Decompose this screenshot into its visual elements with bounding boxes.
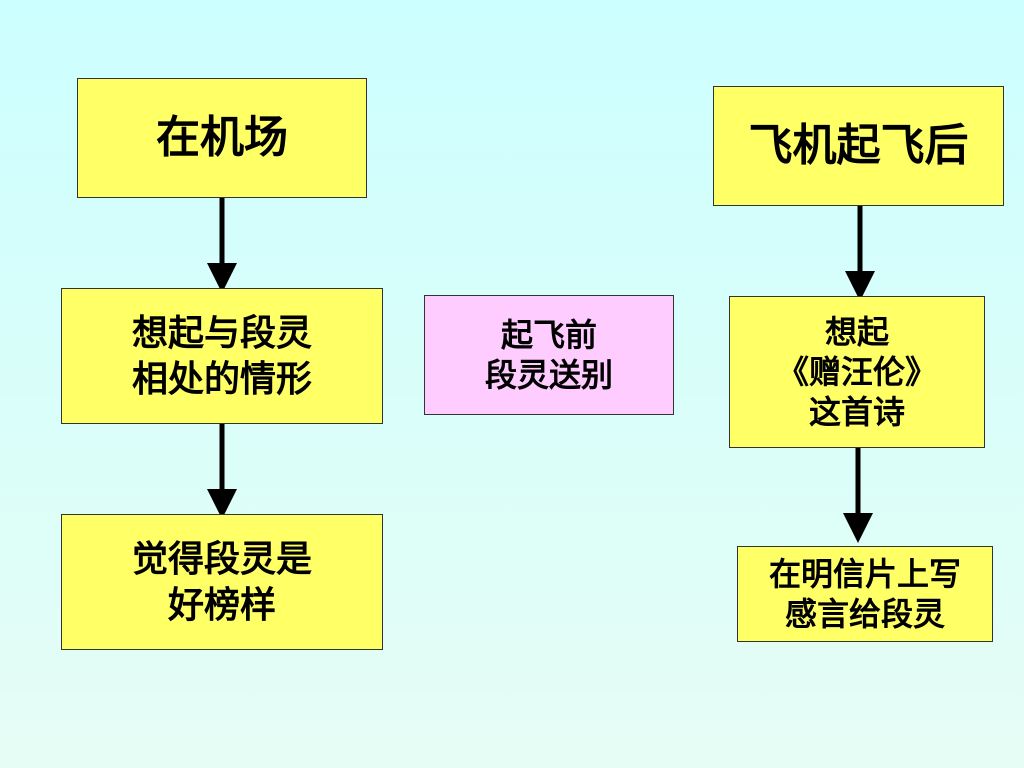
box-recall-time-with-duanling: 想起与段灵 相处的情形 <box>61 288 383 424</box>
box-text-line: 在明信片上写 <box>768 555 961 593</box>
box-text-line: 想起与段灵 <box>131 312 312 354</box>
box-before-takeoff-farewell: 起飞前 段灵送别 <box>424 295 674 415</box>
box-text-line: 在机场 <box>156 112 288 163</box>
box-text-line: 起飞前 <box>500 316 597 354</box>
box-recall-poem: 想起 《赠汪伦》 这首诗 <box>729 296 985 448</box>
box-text-line: 感言给段灵 <box>784 595 945 633</box>
box-text-line: 这首诗 <box>808 393 905 431</box>
box-text-line: 飞机起飞后 <box>748 120 969 171</box>
box-text-line: 段灵送别 <box>484 356 613 394</box>
box-postcard-message: 在明信片上写 感言给段灵 <box>737 546 993 642</box>
box-role-model: 觉得段灵是 好榜样 <box>61 514 383 650</box>
box-text-line: 好榜样 <box>167 584 276 626</box>
box-after-takeoff: 飞机起飞后 <box>713 86 1004 206</box>
box-text-line: 觉得段灵是 <box>131 538 312 580</box>
box-text-line: 相处的情形 <box>131 358 312 400</box>
box-at-airport: 在机场 <box>77 78 367 198</box>
box-text-line: 《赠汪伦》 <box>776 353 937 391</box>
box-text-line: 想起 <box>824 313 889 351</box>
